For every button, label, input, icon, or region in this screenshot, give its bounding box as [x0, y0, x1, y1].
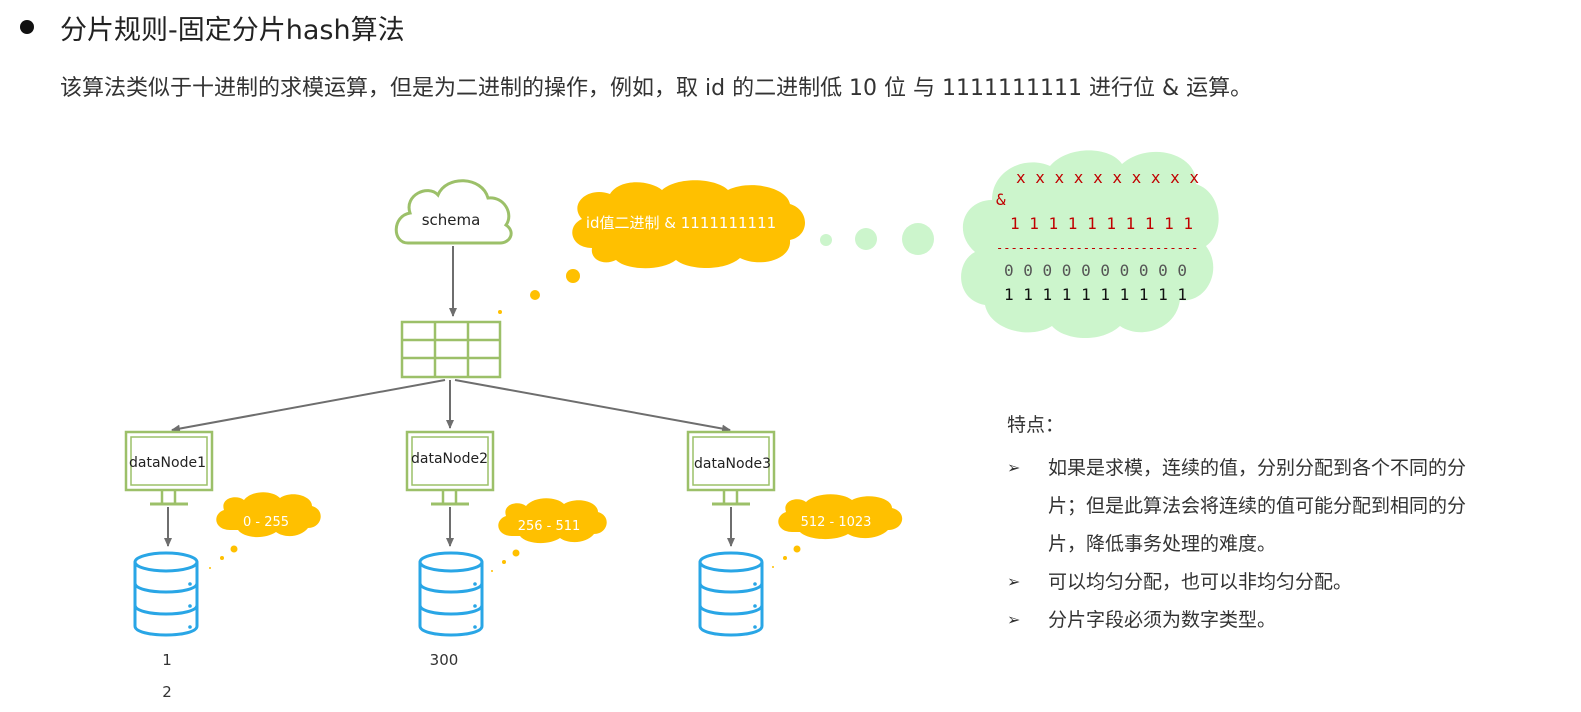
arrow-to-node3 — [454, 379, 731, 433]
list-item: ➢ 分片字段必须为数字类型。 — [1007, 601, 1527, 639]
page-title: 分片规则-固定分片hash算法 — [60, 14, 405, 46]
feature-text: 可以均匀分配，也可以非均匀分配。 — [1048, 571, 1353, 593]
binary-op-and: & — [996, 190, 1006, 209]
datanode1-monitor-icon: dataNode1 — [124, 430, 214, 506]
thought-dot — [498, 310, 502, 314]
id-binary-cloud: id值二进制 & 1111111111 — [572, 180, 805, 269]
arrow-bullet-icon: ➢ — [1007, 610, 1021, 629]
features-list: ➢ 如果是求模，连续的值，分别分配到各个不同的分片；但是此算法会将连续的值可能分… — [1007, 449, 1527, 639]
db1-value-2: 2 — [162, 683, 172, 701]
range-label-3: 512 - 1023 — [801, 515, 872, 530]
list-item: ➢ 如果是求模，连续的值，分别分配到各个不同的分片；但是此算法会将连续的值可能分… — [1007, 449, 1527, 563]
db1-value-1: 1 — [162, 651, 172, 669]
thought-dot — [530, 290, 540, 300]
thought-dot — [793, 545, 801, 553]
description: 该算法类似于十进制的求模运算，但是为二进制的操作，例如，取 id 的二进制低 1… — [60, 76, 1253, 101]
id-cloud-label: id值二进制 & 1111111111 — [586, 214, 776, 232]
title-row: 分片规则-固定分片hash算法 — [20, 6, 405, 48]
binary-line-mask: 1 1 1 1 1 1 1 1 1 1 — [1010, 214, 1193, 233]
thought-dot — [220, 556, 224, 560]
range-cloud-2: 256 - 511 — [498, 498, 607, 544]
datanode3-label: dataNode3 — [694, 456, 771, 472]
range-label-2: 256 - 511 — [518, 519, 581, 534]
thought-dot — [512, 549, 520, 557]
arrow-bullet-icon: ➢ — [1007, 458, 1021, 477]
database1-icon — [133, 551, 199, 637]
thought-dot — [230, 545, 238, 553]
thought-dot — [783, 556, 787, 560]
binary-operation-cloud: x x x x x x x x x x & 1 1 1 1 1 1 1 1 1 … — [961, 150, 1219, 339]
schema-label: schema — [422, 211, 481, 229]
datanode2-label: dataNode2 — [411, 451, 488, 467]
thought-dot — [902, 223, 934, 255]
thought-dot — [772, 566, 774, 568]
thought-dot — [209, 567, 211, 569]
arrow-to-node1 — [171, 379, 446, 433]
datanode2-monitor-icon: dataNode2 — [405, 430, 495, 506]
datanode3-monitor-icon: dataNode3 — [686, 430, 776, 506]
bullet-dot-icon — [20, 20, 34, 34]
arrow-bullet-icon: ➢ — [1007, 572, 1021, 591]
binary-divider: ---------------------------- — [996, 241, 1198, 255]
range-cloud-3: 512 - 1023 — [778, 494, 903, 540]
db2-value: 300 — [430, 651, 459, 669]
list-item: ➢ 可以均匀分配，也可以非均匀分配。 — [1007, 563, 1527, 601]
thought-dot — [855, 228, 877, 250]
binary-line-x: x x x x x x x x x x — [1016, 168, 1199, 187]
feature-text: 如果是求模，连续的值，分别分配到各个不同的分片；但是此算法会将连续的值可能分配到… — [1048, 457, 1467, 555]
thought-dot — [820, 234, 832, 246]
schema-cloud-icon: schema — [394, 179, 513, 245]
range-cloud-1: 0 - 255 — [216, 492, 321, 538]
thought-dot — [502, 560, 506, 564]
datanode1-label: dataNode1 — [129, 455, 206, 471]
features-heading: 特点： — [1007, 414, 1065, 436]
thought-dot — [491, 570, 493, 572]
database3-icon — [698, 551, 764, 637]
table-icon — [400, 320, 502, 379]
binary-line-min: 0 0 0 0 0 0 0 0 0 0 — [1004, 261, 1187, 280]
features-panel: 特点： ➢ 如果是求模，连续的值，分别分配到各个不同的分片；但是此算法会将连续的… — [1007, 410, 1527, 639]
feature-text: 分片字段必须为数字类型。 — [1048, 609, 1277, 631]
thought-dot — [566, 269, 580, 283]
binary-line-max: 1 1 1 1 1 1 1 1 1 1 — [1004, 285, 1187, 304]
database2-icon — [418, 551, 484, 637]
range-label-1: 0 - 255 — [243, 515, 289, 530]
